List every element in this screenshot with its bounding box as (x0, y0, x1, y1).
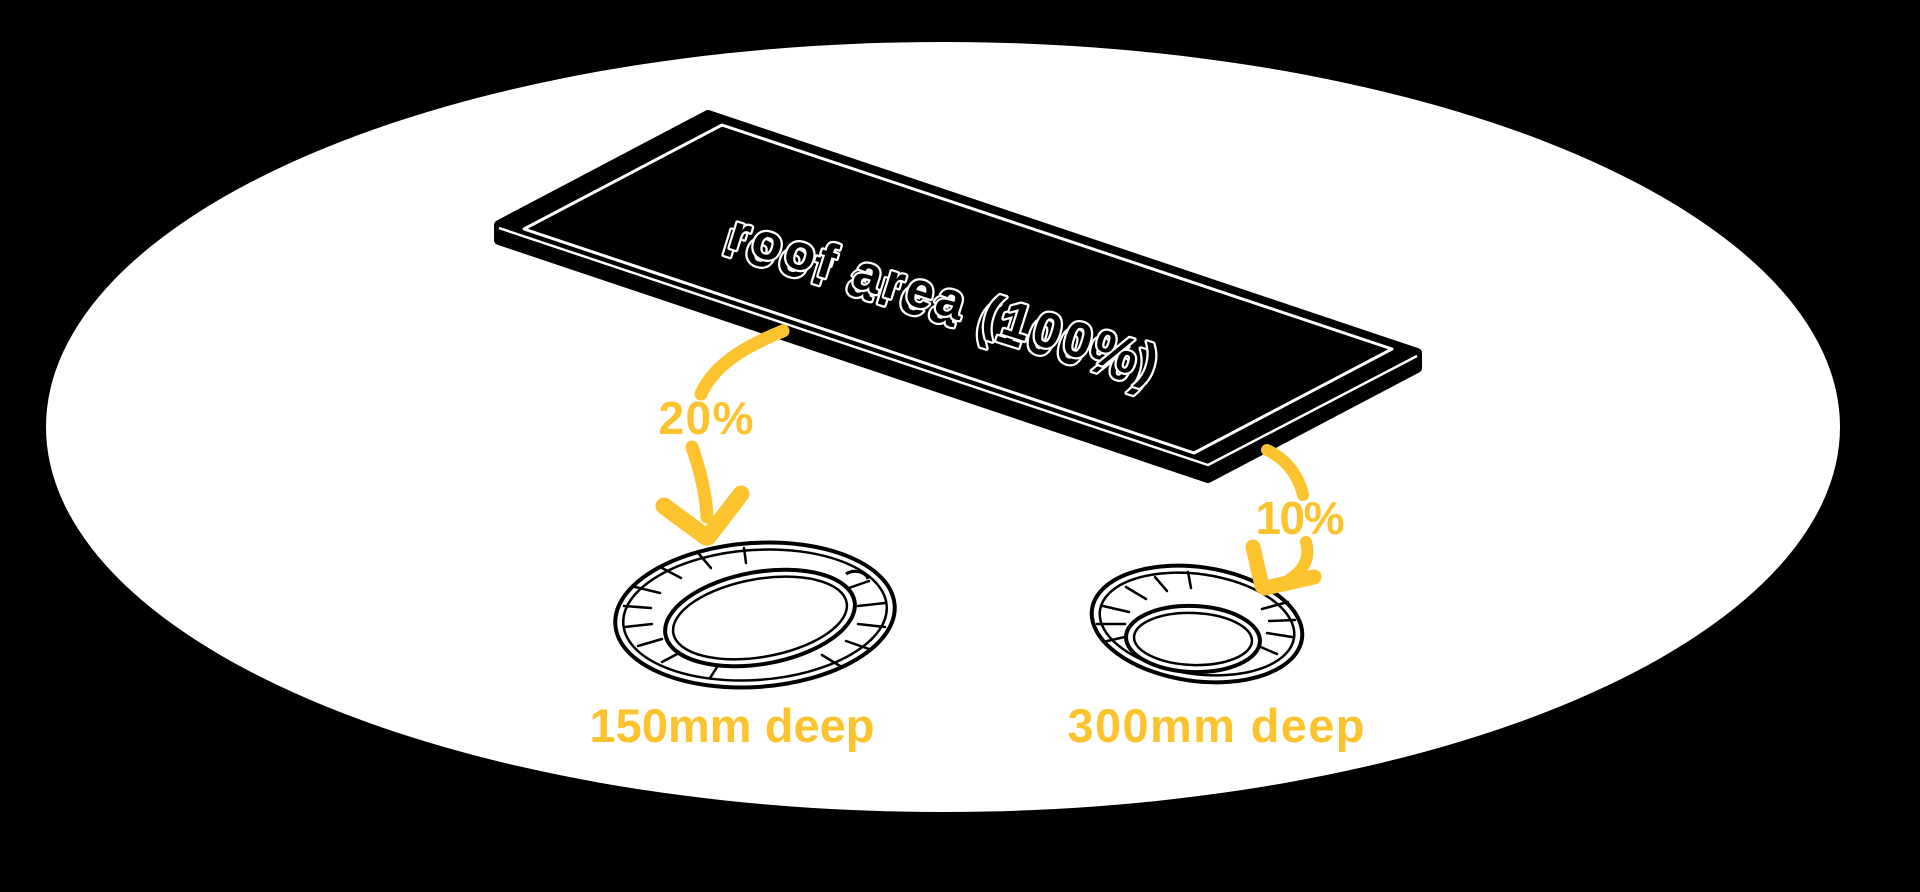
basin-300-inner-ring (1124, 603, 1262, 675)
basin-300-inner-ring-inner-line (1132, 611, 1254, 667)
flow-20-percent-label: 20% (659, 392, 754, 444)
flow-10-tail-upper (1261, 444, 1309, 501)
basin-150-inner-ring (663, 567, 857, 669)
basin-150-inner-ring-inner-line (671, 575, 849, 661)
basin-300-group (1089, 563, 1305, 685)
roof-edge-seam (498, 226, 1418, 467)
basin-150-hatch-ticks (622, 546, 887, 680)
basin-300-depth-label: 300mm deep (1068, 699, 1365, 752)
flow-arrows-group (655, 324, 1322, 596)
flow-10-arrowhead (1245, 539, 1322, 596)
basin-150-depth-label: 150mm deep (590, 699, 875, 752)
flow-10-percent-label: 10% (1256, 492, 1345, 544)
basin-150-group (613, 540, 897, 690)
basin-150-outer-ring-inner-line (621, 548, 889, 682)
flow-20-arrowhead (655, 485, 750, 546)
canvas-ellipse (46, 42, 1840, 812)
flow-20-tail-lower (685, 440, 714, 524)
flow-20-tail-upper (694, 324, 790, 401)
roof-inner-border (522, 123, 1394, 455)
basin-150-sketch-notch (845, 569, 870, 580)
roof-slab (494, 110, 1422, 483)
